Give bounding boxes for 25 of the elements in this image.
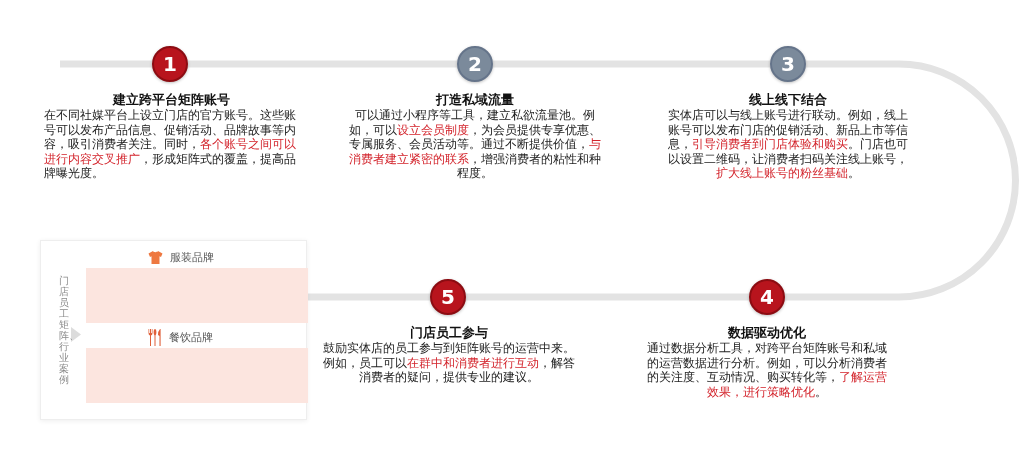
- step-number-circle: 2: [457, 46, 493, 82]
- step-title: 线上线下结合: [748, 92, 828, 108]
- case-panel: [40, 240, 307, 420]
- step-title: 建立跨平台矩阵账号: [111, 92, 231, 108]
- step-description: 实体店可以与线上账号进行联动。例如，线上账号可以发布门店的促销活动、新品上市等信息，引导消费者到门店体验和购买。门店也可以设置二维码，让消费者扫码关注线上账号，扩大线上账号的粉丝基础。: [667, 108, 909, 181]
- step-title: 门店员工参与: [409, 325, 489, 341]
- step-description: 鼓励实体店的员工参与到矩阵账号的运营中来。例如，员工可以在群中和消费者进行互动，解答消费者的疑问，提供专业的建议。: [322, 341, 576, 385]
- step-number-circle: 3: [770, 46, 806, 82]
- pointer-arrow: [71, 327, 81, 342]
- track-line: [785, 60, 1019, 301]
- track-line: [466, 293, 749, 301]
- step-description: 可以通过小程序等工具，建立私欲流量池。例如，可以设立会员制度，为会员提供专享优惠、专属服务、会员活动等。通过不断提供价值，与消费者建立紧密的联系，增强消费者的粘性和种程度。: [348, 108, 602, 181]
- track-line: [60, 60, 152, 68]
- category-heading: 餐饮品牌: [169, 330, 213, 345]
- step-description: 通过数据分析工具，对跨平台矩阵账号和私域的运营数据进行分析。例如，可以分析消费者的关注度、互动情况、购买转化等，了解运营效果，进行策略优化。: [646, 341, 888, 399]
- step-number-circle: 1: [152, 46, 188, 82]
- step-number-circle: 4: [749, 279, 785, 315]
- track-line: [493, 60, 770, 68]
- step-title: 打造私域流量: [434, 92, 515, 108]
- category-heading: 服装品牌: [170, 250, 214, 265]
- track-line: [307, 293, 430, 301]
- step-title: 数据驱动优化: [727, 325, 807, 341]
- step-description: 在不同社媒平台上设立门店的官方账号。这些账号可以发布产品信息、促销活动、品牌故事等内容，吸引消费者关注。同时，各个账号之间可以进行内容交叉推广，形成矩阵式的覆盖，提高品牌曝光度。: [44, 108, 297, 181]
- track-line: [188, 60, 457, 68]
- step-number-circle: 5: [430, 279, 466, 315]
